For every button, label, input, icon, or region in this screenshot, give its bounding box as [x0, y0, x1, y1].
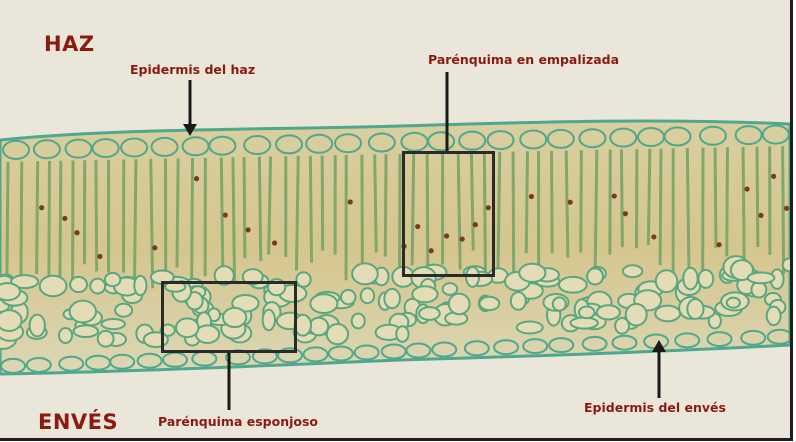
spongy-label: Parénquima esponjoso	[158, 416, 318, 429]
palisade-label: Parénquima en empalizada	[428, 54, 619, 67]
upper-epidermis-label: Epidermis del haz	[130, 64, 255, 77]
spongy-highlight-box	[161, 281, 297, 353]
lower-epidermis-label: Epidermis del envés	[584, 402, 726, 415]
palisade-highlight-box	[402, 151, 495, 277]
haz-label: HAZ	[44, 34, 95, 55]
enves-label: ENVÉS	[38, 412, 118, 433]
